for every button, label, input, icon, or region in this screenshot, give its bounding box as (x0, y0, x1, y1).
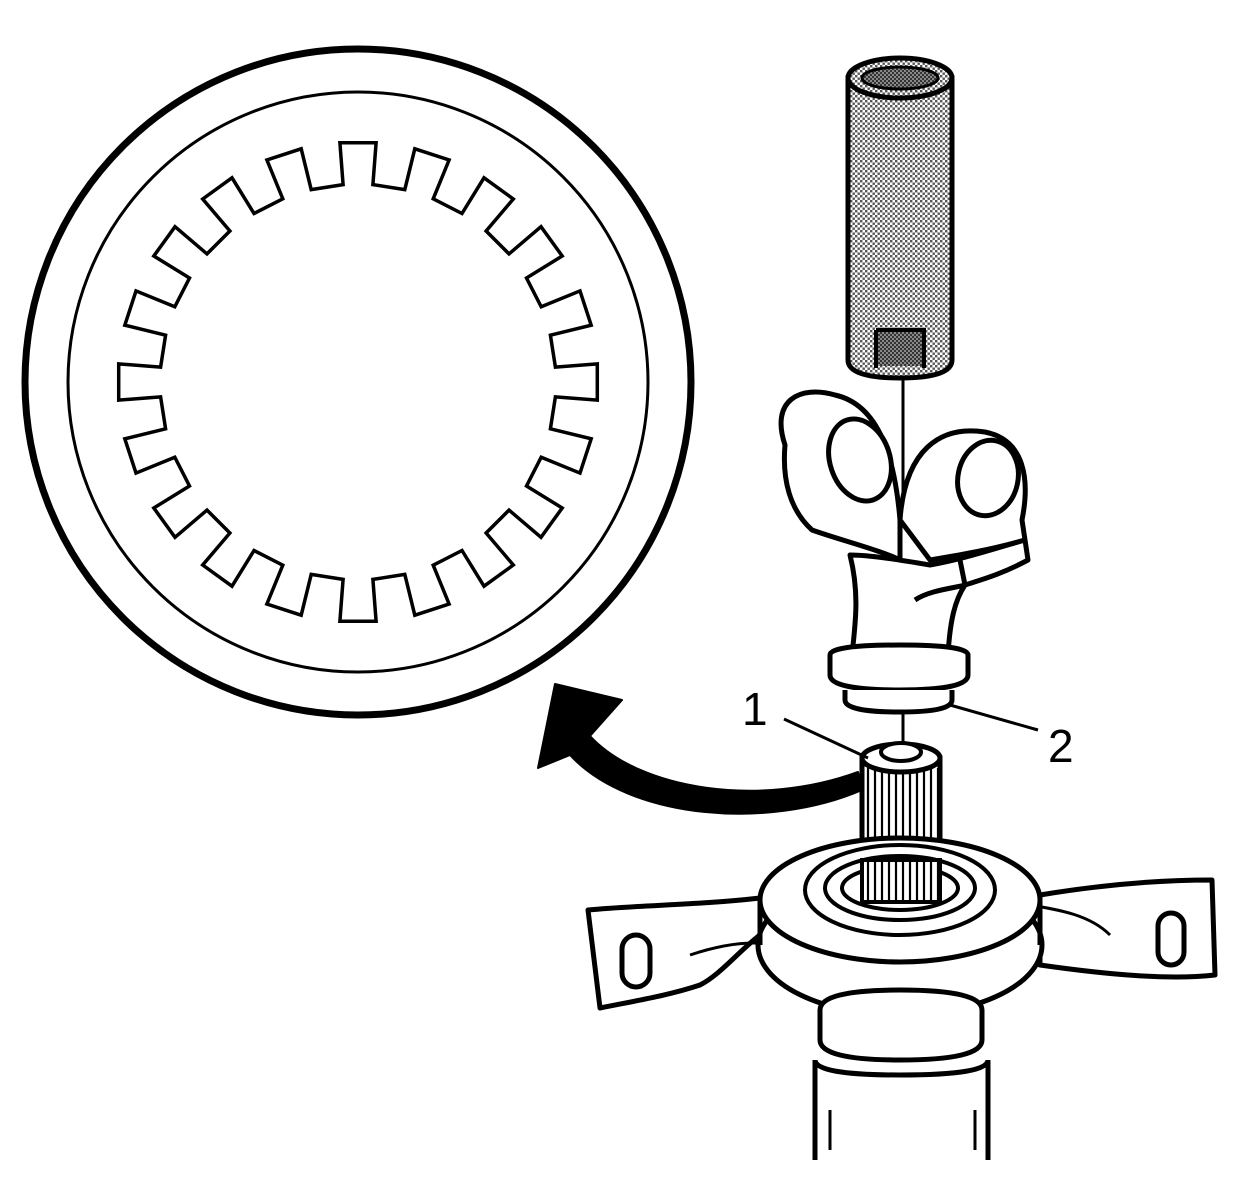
curved-arrow-icon (537, 683, 863, 815)
callout-2-label: 2 (1048, 720, 1074, 772)
callout-2: 2 (949, 703, 1074, 772)
detail-inner-ring (66, 90, 650, 674)
shaft-through-bearing (860, 858, 942, 904)
installer-tool (845, 55, 955, 381)
slip-yoke (778, 389, 1031, 715)
callout-1: 1 (742, 683, 869, 760)
detail-outer-ring (21, 45, 695, 719)
internal-spline-teeth (116, 140, 600, 624)
callout-1-label: 1 (742, 683, 768, 735)
propeller-shaft-tube (812, 987, 991, 1160)
spline-detail-view (21, 45, 695, 719)
